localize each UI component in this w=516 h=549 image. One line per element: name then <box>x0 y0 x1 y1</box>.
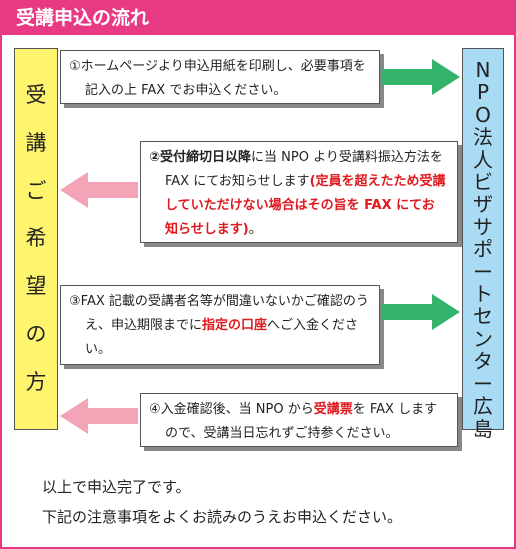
arrow-right-1-icon <box>382 59 460 95</box>
npo-column-char: 広 <box>473 394 493 419</box>
npo-column-char: O <box>475 102 491 127</box>
npo-column-char: タ <box>473 349 493 374</box>
applicant-column-char: 望 <box>25 274 47 299</box>
step-2-box: ②受付締切日以降に当 NPO より受講料振込方法を FAX にてお知らせします(… <box>140 141 458 243</box>
arrow-right-3-icon <box>382 294 460 330</box>
npo-column-char: 島 <box>473 416 493 441</box>
applicant-column-char: 受 <box>25 83 47 107</box>
npo-column-char: N <box>475 58 491 82</box>
step-2-text: に当 NPO より受講料振込方法を FAX にてお知らせします <box>165 150 443 189</box>
arrow-left-4-icon <box>60 398 138 434</box>
arrow-left-2-icon <box>60 172 138 208</box>
applicant-column-char: ご <box>25 178 47 203</box>
npo-column-char: 法 <box>473 125 493 150</box>
footer-line-2: 下記の注意事項をよくお読みのうえお申込ください。 <box>42 508 403 526</box>
step-4-box: ④入金確認後、当 NPO から受講票を FAX しますので、受講当日忘れずご持参… <box>140 393 458 447</box>
step-2-tail: 。 <box>248 222 262 237</box>
npo-column-char: ー <box>473 259 493 284</box>
footer-line-1: 以上で申込完了です。 <box>42 478 191 496</box>
npo-column-char: P <box>476 80 490 105</box>
step-3-account: 指定の口座 <box>202 318 268 333</box>
npo-column-char: ト <box>473 282 493 307</box>
npo-column-char: ー <box>473 371 493 396</box>
step-4-text-a: ④入金確認後、当 NPO から <box>149 402 314 417</box>
npo-column-char: 人 <box>473 147 493 172</box>
page-title: 受講申込の流れ <box>2 2 514 35</box>
applicant-column: 受講ご希望の方 <box>14 48 58 430</box>
step-2-deadline: ②受付締切日以降 <box>149 150 252 165</box>
applicant-column-char: 希 <box>25 226 47 251</box>
footer-note: 以上で申込完了です。 下記の注意事項をよくお読みのうえお申込ください。 <box>42 472 482 532</box>
step-1-box: ①ホームページより申込用紙を印刷し、必要事項を記入の上 FAX でお申込ください… <box>60 50 380 104</box>
npo-column-char: ン <box>473 326 493 351</box>
step-4-text-b: を FAX しますので、受講当日忘れずご持参ください。 <box>165 402 438 441</box>
step-2-note: (定員を超えたため受講していただけない場合はその旨を FAX にてお知らせします… <box>165 174 446 237</box>
npo-column-char: ビ <box>473 170 493 195</box>
step-1-text: ①ホームページより申込用紙を印刷し、必要事項を記入の上 FAX でお申込ください… <box>69 59 366 98</box>
step-3-text-b: へご入金ください。 <box>85 318 359 357</box>
applicant-column-char: の <box>25 322 47 347</box>
applicant-column-char: 方 <box>25 369 47 394</box>
npo-column-char: サ <box>473 214 493 239</box>
applicant-column-char: 講 <box>25 130 47 155</box>
npo-column-char: ザ <box>473 192 493 217</box>
step-3-text-a: ③FAX 記載の受講者名等が間違いないかご確認のうえ、申込期限までに <box>69 294 369 333</box>
step-3-box: ③FAX 記載の受講者名等が間違いないかご確認のうえ、申込期限までに指定の口座へ… <box>60 285 380 365</box>
step-4-ticket: 受講票 <box>313 402 353 417</box>
npo-column-char: ポ <box>473 237 493 262</box>
npo-column-char: セ <box>473 304 493 329</box>
